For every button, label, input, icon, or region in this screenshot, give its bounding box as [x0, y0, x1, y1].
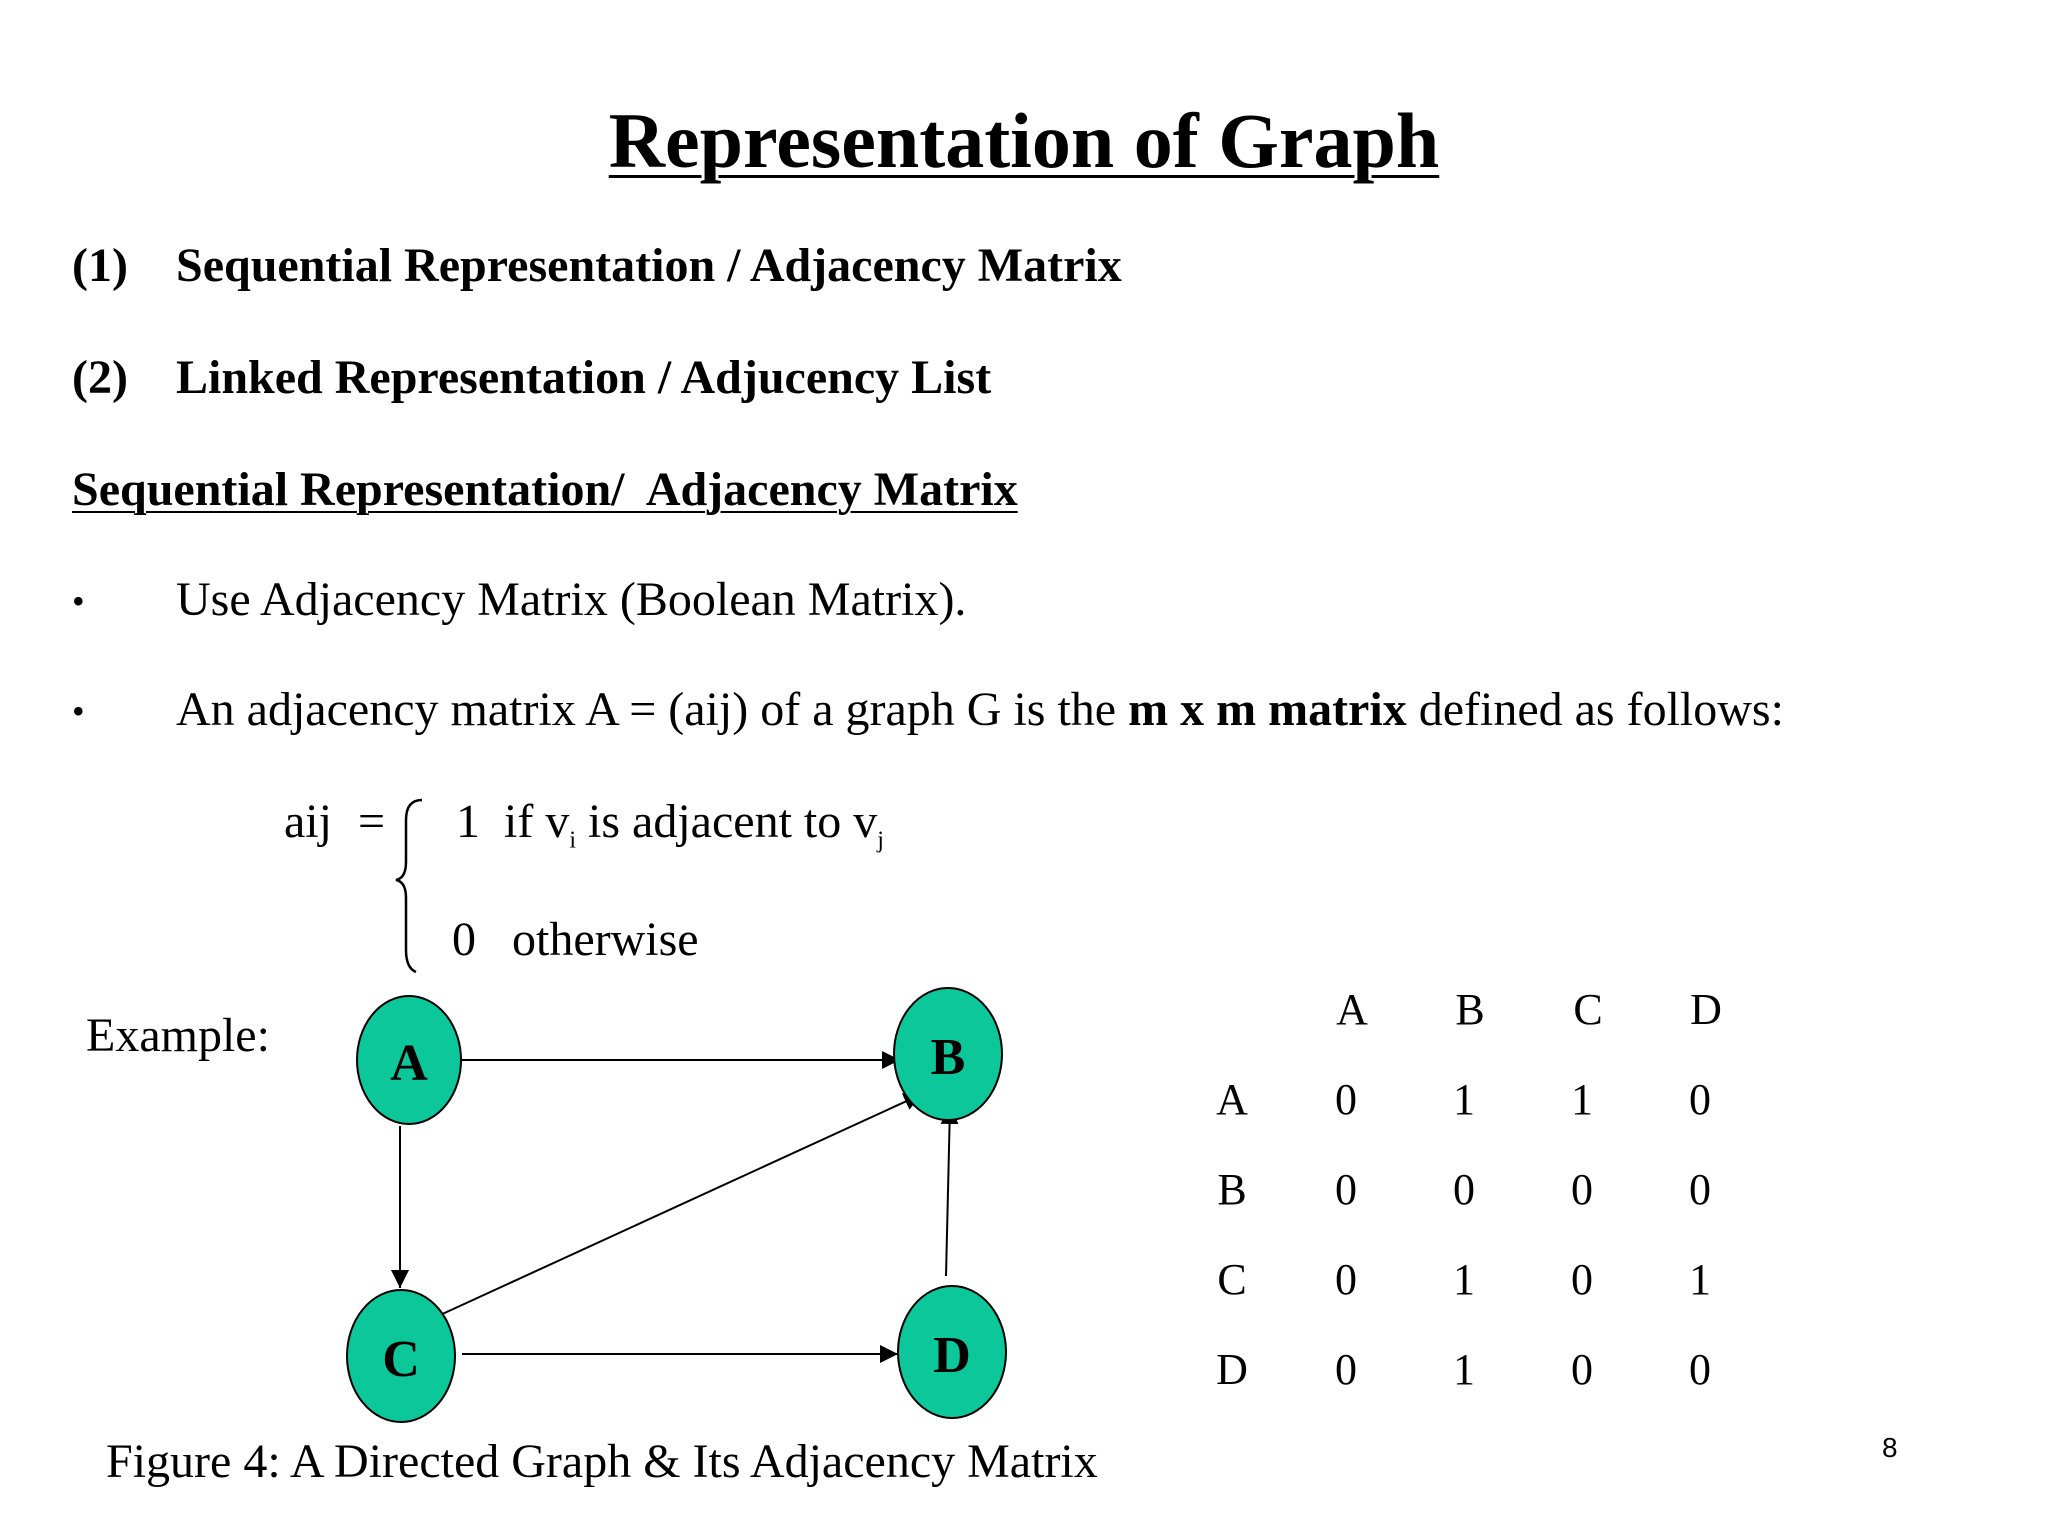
bullet-2-dot: •	[72, 691, 85, 731]
definition-case-1-mid: is adjacent to v	[576, 795, 878, 848]
matrix-col-header: C	[1573, 985, 1603, 1034]
bullet-2-text: An adjacency matrix A = (aij) of a graph…	[176, 682, 1784, 737]
list-item-1-number: (1)	[72, 239, 128, 292]
matrix-cell: 0	[1335, 1345, 1357, 1394]
definition-equals: =	[358, 795, 386, 848]
node-d: D	[897, 1285, 1007, 1419]
list-item-2-text: Linked Representation / Adjucency List	[176, 351, 992, 404]
matrix-cell: 1	[1453, 1075, 1475, 1124]
page-number: 8	[1882, 1432, 1898, 1463]
definition-case-2: 0 otherwise	[452, 912, 699, 967]
matrix-cell: 0	[1689, 1345, 1711, 1394]
node-d-label: D	[933, 1327, 971, 1384]
bullet-2-text-bold: m x m matrix	[1128, 683, 1407, 736]
definition-subscript-j: j	[877, 827, 884, 854]
figure-caption: Figure 4: A Directed Graph & Its Adjacen…	[106, 1435, 1098, 1488]
bullet-1-dot: •	[72, 581, 85, 621]
matrix-cell: 0	[1689, 1165, 1711, 1214]
bullet-1-text: Use Adjacency Matrix (Boolean Matrix).	[176, 573, 967, 626]
matrix-cell: 0	[1571, 1255, 1593, 1304]
definition-case-1: 1 if vi is adjacent to vj	[456, 794, 884, 855]
node-c: C	[346, 1289, 456, 1423]
matrix-row-label: C	[1217, 1255, 1247, 1304]
definition-lhs: aij	[284, 795, 332, 848]
bullet-2-text-pre: An adjacency matrix A = (aij) of a graph…	[176, 683, 1129, 736]
matrix-cell: 0	[1689, 1075, 1711, 1124]
list-item-1: (1) Sequential Representation / Adjacency…	[72, 238, 1122, 293]
matrix-cell: 0	[1453, 1165, 1475, 1214]
matrix-col-header: D	[1690, 985, 1722, 1034]
node-c-label: C	[382, 1331, 420, 1388]
node-a-label: A	[390, 1035, 428, 1092]
matrix-cell: 0	[1335, 1255, 1357, 1304]
matrix-cell: 1	[1453, 1255, 1475, 1304]
list-item-1-text: Sequential Representation / Adjacency Ma…	[176, 239, 1122, 292]
definition-subscript-i: i	[569, 827, 576, 854]
node-b-label: B	[931, 1029, 966, 1086]
node-b: B	[893, 987, 1003, 1121]
definition-case-1-if: if v	[504, 795, 570, 848]
node-a: A	[356, 995, 462, 1125]
list-item-2: (2) Linked Representation / Adjucency Lis…	[72, 350, 991, 405]
edge-d-b	[940, 1105, 959, 1277]
matrix-cell: 1	[1689, 1255, 1711, 1304]
matrix-cell: 1	[1571, 1075, 1593, 1124]
matrix-cell: 0	[1335, 1075, 1357, 1124]
edge-c-b	[437, 1093, 923, 1317]
matrix-cell: 1	[1453, 1345, 1475, 1394]
matrix-cell: 0	[1571, 1165, 1593, 1214]
slide-title: Representation of Graph	[608, 97, 1440, 184]
definition-case-1-value: 1	[456, 795, 480, 848]
definition-case-2-text: otherwise	[512, 913, 699, 966]
matrix-col-header: B	[1455, 985, 1485, 1034]
example-label: Example:	[86, 1009, 270, 1062]
matrix-col-header: A	[1336, 985, 1368, 1034]
bullet-2-text-post: defined as follows:	[1406, 683, 1784, 736]
matrix-row-label: D	[1216, 1345, 1248, 1394]
matrix-row-label: B	[1217, 1165, 1247, 1214]
section-heading: Sequential Representation/ Adjacency Mat…	[72, 463, 1018, 516]
matrix-cell: 0	[1571, 1345, 1593, 1394]
definition-case-2-value: 0	[452, 913, 476, 966]
matrix-cell: 0	[1335, 1165, 1357, 1214]
matrix-row-label: A	[1216, 1075, 1248, 1124]
list-item-2-number: (2)	[72, 351, 128, 404]
